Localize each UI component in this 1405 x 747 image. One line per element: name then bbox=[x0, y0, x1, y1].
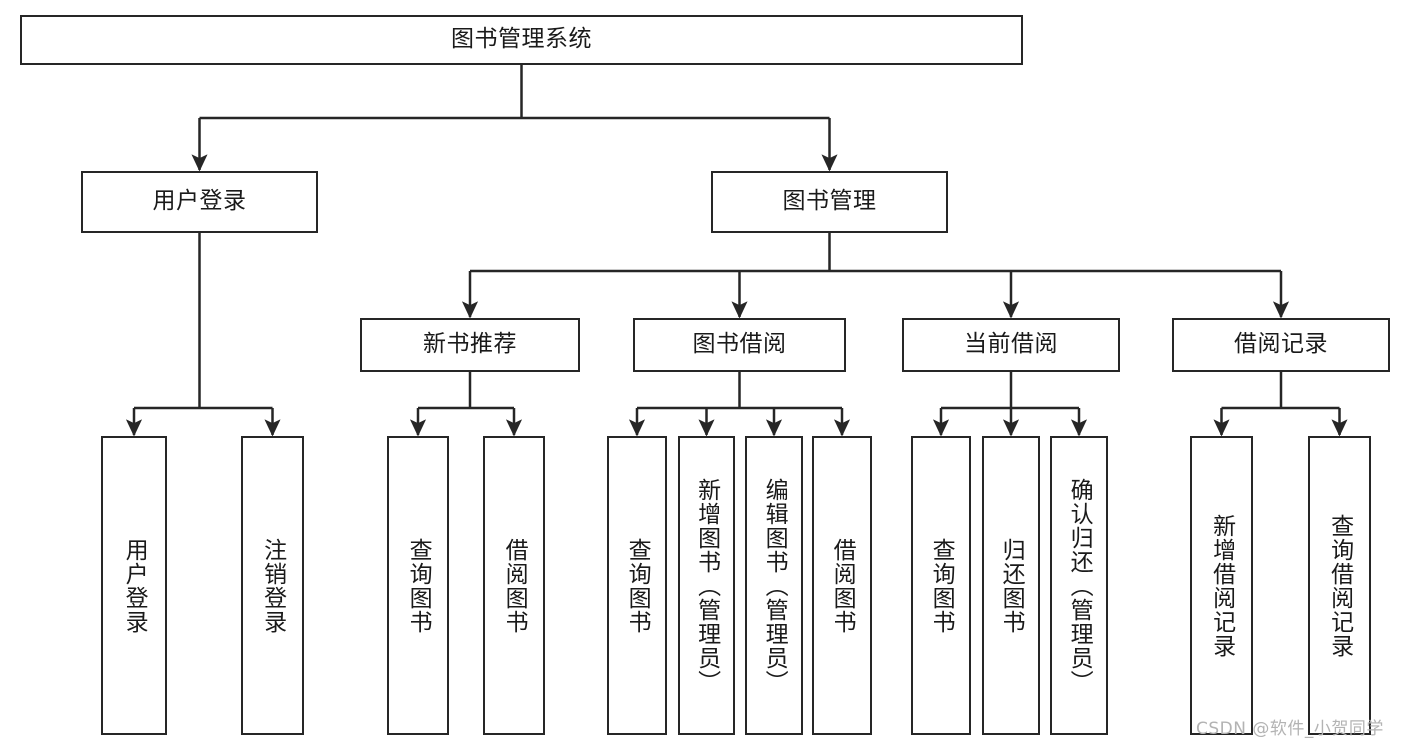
node-leaf-return-book[interactable]: 归还图书 bbox=[982, 436, 1040, 735]
node-leaf-edit-book[interactable]: 编辑图书（管理员） bbox=[745, 436, 803, 735]
node-current-borrow[interactable]: 当前借阅 bbox=[902, 318, 1120, 372]
node-leaf-borrow-book-1[interactable]: 借阅图书 bbox=[483, 436, 545, 735]
node-label: 图书借阅 bbox=[692, 331, 787, 358]
node-leaf-query-book-1[interactable]: 查询图书 bbox=[387, 436, 449, 735]
node-leaf-logout[interactable]: 注销登录 bbox=[241, 436, 304, 735]
node-label: 新增借阅记录 bbox=[1208, 513, 1235, 658]
node-label: 查询图书 bbox=[405, 537, 432, 634]
node-leaf-add-record[interactable]: 新增借阅记录 bbox=[1190, 436, 1253, 735]
node-leaf-query-book-3[interactable]: 查询图书 bbox=[911, 436, 971, 735]
node-label: 注销登录 bbox=[259, 537, 286, 634]
node-book-manage[interactable]: 图书管理 bbox=[711, 171, 948, 233]
node-label: 新增图书（管理员） bbox=[693, 477, 720, 694]
node-leaf-borrow-book-2[interactable]: 借阅图书 bbox=[812, 436, 872, 735]
node-leaf-query-book-2[interactable]: 查询图书 bbox=[607, 436, 667, 735]
node-new-book-rec[interactable]: 新书推荐 bbox=[360, 318, 580, 372]
node-label: 当前借阅 bbox=[964, 331, 1058, 358]
node-label: 查询图书 bbox=[928, 537, 955, 634]
node-leaf-query-record[interactable]: 查询借阅记录 bbox=[1308, 436, 1371, 735]
edge-layer bbox=[125, 65, 1348, 437]
node-book-borrow[interactable]: 图书借阅 bbox=[633, 318, 846, 372]
node-label: 编辑图书（管理员） bbox=[761, 477, 788, 694]
node-leaf-confirm-return[interactable]: 确认归还（管理员） bbox=[1050, 436, 1108, 735]
node-label: 查询图书 bbox=[624, 537, 651, 634]
node-root[interactable]: 图书管理系统 bbox=[20, 15, 1023, 65]
node-label: 图书管理 bbox=[782, 188, 877, 215]
node-label: 图书管理系统 bbox=[451, 26, 592, 53]
watermark-text: CSDN @软件_小贺同学 bbox=[1196, 719, 1384, 739]
node-label: 用户登录 bbox=[121, 537, 148, 634]
node-label: 归还图书 bbox=[998, 537, 1025, 634]
node-label: 确认归还（管理员） bbox=[1066, 477, 1093, 694]
node-label: 借阅图书 bbox=[829, 537, 856, 634]
node-leaf-add-book[interactable]: 新增图书（管理员） bbox=[678, 436, 735, 735]
node-label: 查询借阅记录 bbox=[1326, 513, 1353, 658]
node-borrow-record[interactable]: 借阅记录 bbox=[1172, 318, 1390, 372]
node-leaf-user-login[interactable]: 用户登录 bbox=[101, 436, 167, 735]
node-label: 新书推荐 bbox=[423, 331, 517, 358]
node-label: 借阅记录 bbox=[1234, 331, 1328, 358]
node-label: 用户登录 bbox=[152, 188, 247, 215]
node-label: 借阅图书 bbox=[501, 537, 528, 634]
node-user-login[interactable]: 用户登录 bbox=[81, 171, 318, 233]
